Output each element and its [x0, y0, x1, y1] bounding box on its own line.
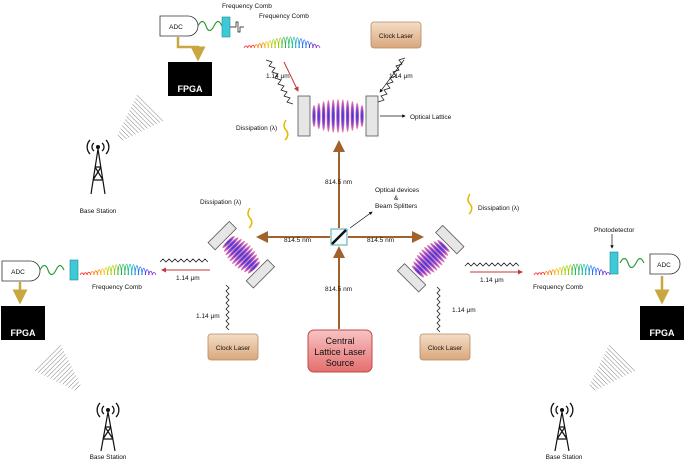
clock-laser-right: Clock Laser: [419, 333, 471, 361]
fpga-top: FPGA: [168, 62, 212, 96]
adc-right: ADC: [649, 253, 681, 275]
wavelength-right: 814.5 nm: [367, 237, 394, 244]
tower-right-icon: [550, 402, 574, 452]
top-left-wavelength: 1.14 μm: [266, 73, 290, 80]
left-comb-label: Frequency Comb: [92, 284, 142, 291]
left-vertical-squiggle: [225, 284, 230, 331]
beam-splitters-label: Beam Splitters: [375, 203, 418, 210]
top-frequency-comb: [243, 36, 321, 49]
svg-text:Clock Laser: Clock Laser: [379, 33, 414, 40]
dissipation-top-label: Dissipation (λ): [236, 125, 277, 132]
dissipation-right-label: Dissipation (λ): [478, 205, 519, 212]
photodetector-left-icon: [69, 259, 79, 281]
central-laser-source: Central Lattice Laser Source: [307, 329, 373, 373]
tower-top-icon: [86, 139, 110, 195]
optical-lattice-label: Optical Lattice: [410, 114, 452, 121]
left-optical-lattice: [207, 220, 276, 289]
adc-top: ADC: [159, 15, 199, 37]
top-right-wavelength: 1.14 μm: [389, 73, 413, 80]
svg-text:FPGA: FPGA: [10, 328, 36, 338]
top-optical-lattice: [297, 95, 379, 137]
left-frequency-comb: [79, 263, 157, 276]
base-station-right-label: Base Station: [546, 454, 583, 461]
right-vertical-wavelength: 1.14 μm: [452, 307, 476, 314]
svg-text:ADC: ADC: [11, 269, 25, 276]
tower-left-icon: [96, 402, 120, 452]
photodetector-right-icon: [609, 251, 619, 275]
right-vertical-squiggle: [436, 286, 441, 333]
signal-rays-left: [34, 344, 81, 391]
fpga-right: FPGA: [640, 306, 684, 340]
left-horizontal-squiggle: [159, 258, 209, 263]
central-label-1: Central: [325, 336, 354, 346]
svg-text:ADC: ADC: [169, 24, 183, 31]
svg-text:ADC: ADC: [657, 262, 671, 269]
clock-laser-top: Clock Laser: [370, 21, 422, 49]
signal-rays-top: [117, 94, 164, 141]
svg-text:FPGA: FPGA: [649, 328, 675, 338]
dissipation-left-label: Dissipation (λ): [200, 199, 241, 206]
lattice-beams: [256, 140, 424, 329]
right-optical-lattice: [396, 224, 465, 293]
top-right-squiggle: [377, 57, 406, 103]
right-comb-label: Frequency Comb: [533, 284, 583, 291]
central-label-2: Lattice Laser: [314, 347, 366, 357]
svg-text:Clock Laser: Clock Laser: [428, 345, 463, 352]
right-wavelength: 1.14 μm: [480, 277, 504, 284]
photodetector-top-icon: [221, 16, 231, 38]
base-station-top-label: Base Station: [80, 208, 117, 215]
adc-left: ADC: [1, 260, 41, 282]
right-frequency-comb: [533, 263, 611, 276]
top-pd-comb-label: Frequency Comb: [222, 3, 272, 10]
svg-text:Clock Laser: Clock Laser: [216, 345, 251, 352]
svg-text:FPGA: FPGA: [177, 84, 203, 94]
optical-devices-label: Optical devices: [375, 187, 420, 194]
signal-rays-right: [589, 344, 636, 391]
top-left-squiggle: [265, 59, 294, 105]
ampersand-label: &: [394, 195, 399, 202]
beam-splitter: [330, 228, 348, 246]
left-wavelength: 1.14 μm: [176, 275, 200, 282]
left-vertical-wavelength: 1.14 μm: [196, 313, 220, 320]
top-comb-label: Frequency Comb: [259, 13, 309, 20]
photodetector-label: Photodetector: [594, 227, 635, 234]
right-horizontal-squiggle: [464, 262, 520, 267]
central-label-3: Source: [326, 358, 355, 368]
fpga-left: FPGA: [1, 306, 45, 340]
wavelength-bottom: 814.5 nm: [325, 286, 352, 293]
base-station-left-label: Base Station: [90, 454, 127, 461]
wavelength-left: 814.5 nm: [284, 237, 311, 244]
wavelength-top: 814.5 nm: [325, 179, 352, 186]
clock-laser-left: Clock Laser: [207, 333, 259, 361]
